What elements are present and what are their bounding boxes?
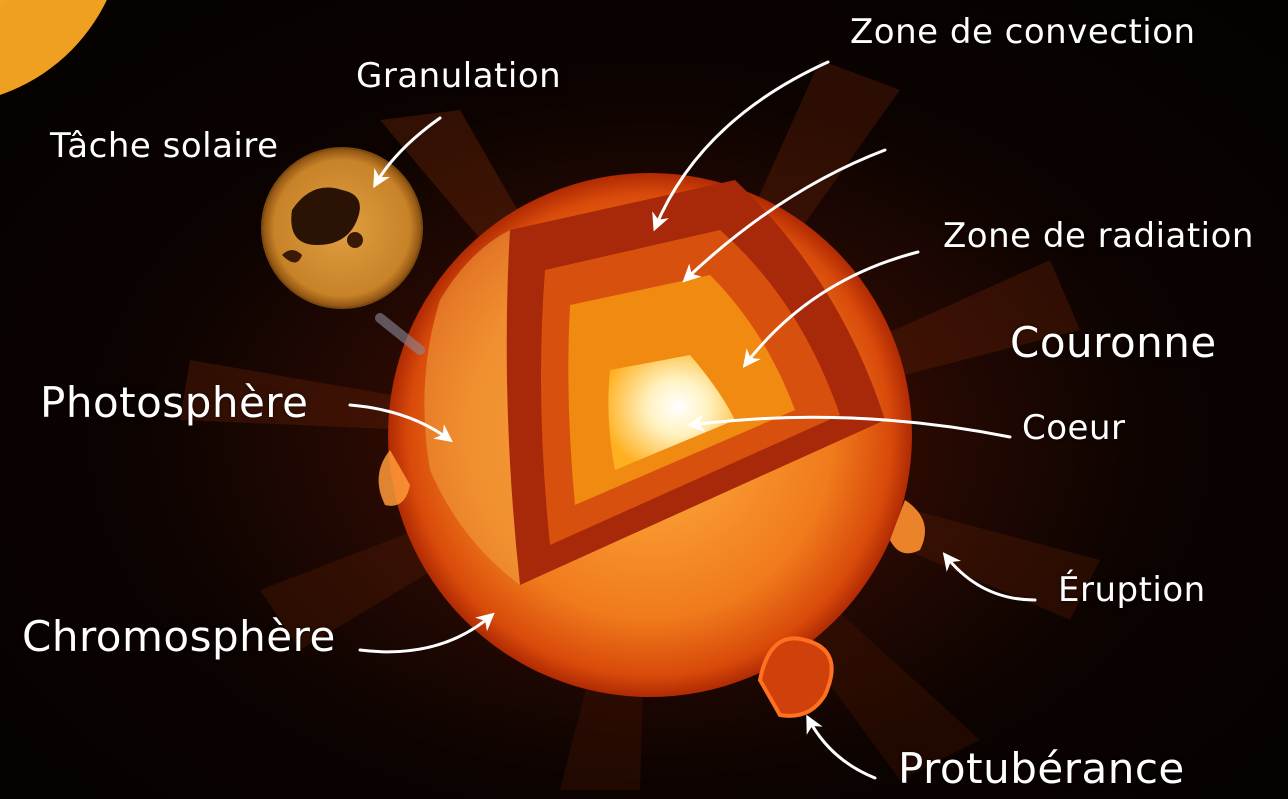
label-zone-convection: Zone de convection <box>850 12 1196 52</box>
sunspot-inset <box>262 148 422 308</box>
label-eruption: Éruption <box>1058 570 1206 610</box>
label-zone-radiation: Zone de radiation <box>943 216 1254 256</box>
label-tache-solaire: Tâche solaire <box>50 126 279 166</box>
prominence-loop <box>760 638 832 716</box>
label-chromosphere: Chromosphère <box>22 612 336 661</box>
label-photosphere: Photosphère <box>40 378 309 427</box>
label-couronne: Couronne <box>1010 318 1217 367</box>
label-granulation: Granulation <box>356 56 561 96</box>
label-protuberance: Protubérance <box>898 744 1185 793</box>
corner-sun <box>0 0 125 105</box>
label-coeur: Coeur <box>1022 408 1126 448</box>
